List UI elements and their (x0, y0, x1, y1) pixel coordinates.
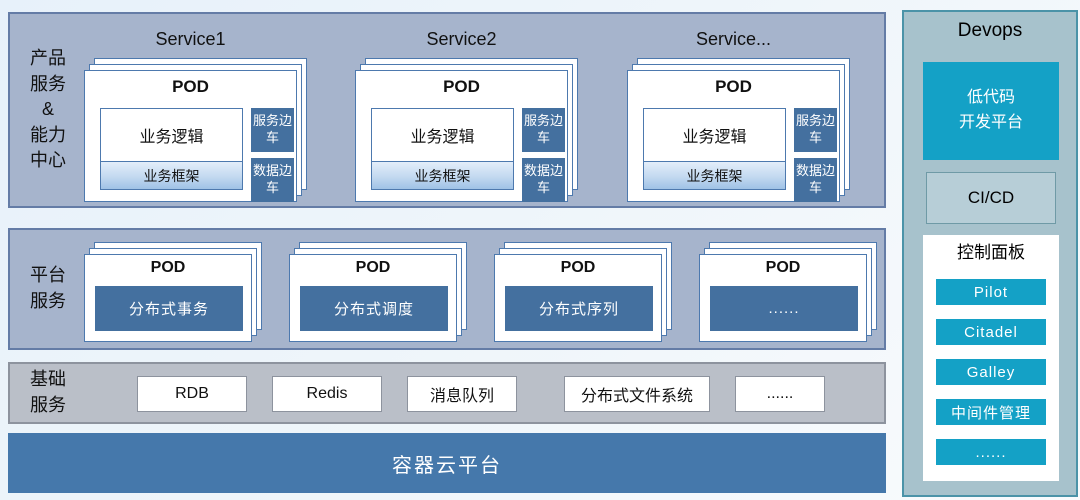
pod-title: POD (150, 259, 186, 276)
pod-title: POD (443, 77, 480, 96)
pod-stack: POD 业务逻辑 业务框架 服务边车 数据边车 (627, 58, 850, 204)
control-panel-item-pilot: Pilot (936, 279, 1046, 305)
service-sidecar-box: 服务边车 (522, 108, 565, 152)
basic-service-box-more: ...... (735, 376, 825, 412)
business-logic-label: 业务逻辑 (682, 129, 747, 146)
container-cloud-platform-bar: 容器云平台 (8, 433, 886, 493)
service-title: Service1 (155, 29, 226, 49)
pod-card: POD ...... (699, 254, 867, 342)
pod-stack: POD 分布式调度 (289, 242, 467, 344)
basic-service-box-distributed-fs: 分布式文件系统 (564, 376, 710, 412)
service-group-1: Service1 POD 业务逻辑 业务框架 服务边车 数据边车 (84, 26, 307, 204)
devops-title: Devops (957, 20, 1023, 41)
business-logic-box: 业务逻辑 业务框架 (643, 108, 786, 190)
platform-pod-group-2: POD 分布式调度 (289, 242, 467, 344)
basic-service-box-redis: Redis (272, 376, 382, 412)
pod-card: POD 业务逻辑 业务框架 服务边车 数据边车 (355, 70, 568, 202)
service-sidecar-box: 服务边车 (794, 108, 837, 152)
devops-column: Devops 低代码 开发平台 CI/CD 控制面板 Pilot Citadel… (902, 10, 1078, 497)
pod-stack: POD 业务逻辑 业务框架 服务边车 数据边车 (355, 58, 578, 204)
business-logic-box: 业务逻辑 业务框架 (371, 108, 514, 190)
business-logic-label: 业务逻辑 (139, 129, 204, 146)
sidecar-column: 服务边车 数据边车 (522, 108, 565, 202)
business-logic-box: 业务逻辑 业务框架 (100, 108, 243, 190)
platform-service-bar: 分布式序列 (505, 286, 653, 331)
data-sidecar-box: 数据边车 (251, 158, 294, 202)
basic-band-label: 基础 服务 (30, 369, 66, 415)
data-sidecar-box: 数据边车 (794, 158, 837, 202)
platform-service-bar: ...... (710, 286, 858, 331)
basic-service-box-message-queue: 消息队列 (407, 376, 517, 412)
low-code-platform-box: 低代码 开发平台 (923, 62, 1059, 160)
basic-services-band: 基础 服务 RDB Redis 消息队列 分布式文件系统 ...... (8, 362, 886, 424)
business-logic-label: 业务逻辑 (410, 129, 475, 146)
pod-stack: POD 业务逻辑 业务框架 服务边车 数据边车 (84, 58, 307, 204)
platform-service-bar: 分布式事务 (95, 286, 243, 331)
platform-services-band: 平台 服务 POD 分布式事务 POD 分布式调度 POD 分布 (8, 228, 886, 350)
pod-card: POD 业务逻辑 业务框架 服务边车 数据边车 (627, 70, 840, 202)
pod-card: POD 分布式事务 (84, 254, 252, 342)
platform-pod-group-4: POD ...... (699, 242, 877, 344)
sidecar-column: 服务边车 数据边车 (794, 108, 837, 202)
service-title: Service2 (426, 29, 497, 49)
control-panel-item-galley: Galley (936, 359, 1046, 385)
pod-title: POD (355, 259, 391, 276)
products-band-label: 产品 服务 & 能力 中心 (30, 48, 66, 171)
control-panel-item-middleware: 中间件管理 (936, 399, 1046, 425)
pod-stack: POD ...... (699, 242, 877, 344)
cicd-box: CI/CD (926, 172, 1056, 224)
basic-service-box-rdb: RDB (137, 376, 247, 412)
business-framework-label: 业务框架 (101, 161, 242, 189)
platform-pod-group-3: POD 分布式序列 (494, 242, 672, 344)
control-panel-item-citadel: Citadel (936, 319, 1046, 345)
pod-title: POD (560, 259, 596, 276)
pod-title: POD (715, 77, 752, 96)
control-panel-title: 控制面板 (957, 243, 1025, 262)
business-framework-label: 业务框架 (644, 161, 785, 189)
data-sidecar-box: 数据边车 (522, 158, 565, 202)
service-title: Service... (695, 29, 772, 49)
service-group-3: Service... POD 业务逻辑 业务框架 服务边车 数据边车 (627, 26, 850, 204)
business-framework-label: 业务框架 (372, 161, 513, 189)
sidecar-column: 服务边车 数据边车 (251, 108, 294, 202)
pod-stack: POD 分布式事务 (84, 242, 262, 344)
pod-stack: POD 分布式序列 (494, 242, 672, 344)
pod-card: POD 分布式调度 (289, 254, 457, 342)
service-group-2: Service2 POD 业务逻辑 业务框架 服务边车 数据边车 (355, 26, 578, 204)
pod-title: POD (765, 259, 801, 276)
platform-service-bar: 分布式调度 (300, 286, 448, 331)
platform-pod-group-1: POD 分布式事务 (84, 242, 262, 344)
pod-card: POD 分布式序列 (494, 254, 662, 342)
pod-title: POD (172, 77, 209, 96)
platform-band-label: 平台 服务 (30, 265, 66, 311)
control-panel: 控制面板 Pilot Citadel Galley 中间件管理 ...... (923, 235, 1059, 481)
service-sidecar-box: 服务边车 (251, 108, 294, 152)
products-capability-band: 产品 服务 & 能力 中心 Service1 POD 业务逻辑 业务框架 服务边… (8, 12, 886, 208)
control-panel-item-more: ...... (936, 439, 1046, 465)
pod-card: POD 业务逻辑 业务框架 服务边车 数据边车 (84, 70, 297, 202)
